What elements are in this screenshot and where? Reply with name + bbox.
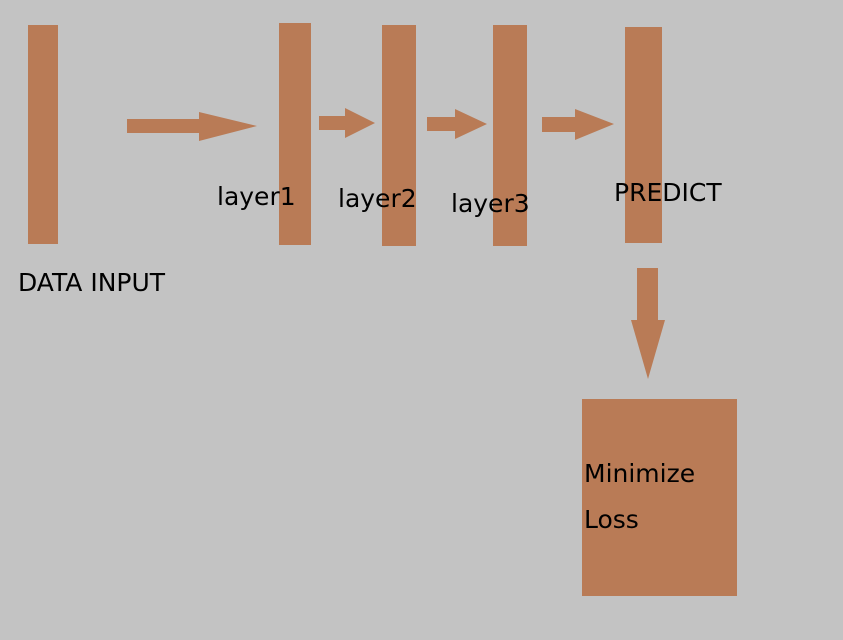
layer2-bar (382, 25, 416, 246)
layer1-bar (279, 23, 311, 245)
layer3-label: layer3 (451, 189, 530, 218)
arrow-layer2-to-layer3 (427, 109, 487, 139)
data-input-label: DATA INPUT (18, 268, 166, 297)
arrow-input-to-layer1 (127, 112, 257, 141)
layer2-label: layer2 (338, 184, 417, 213)
predict-label: PREDICT (614, 178, 722, 207)
loss-line-1: Minimize (584, 459, 696, 488)
predict-bar (625, 27, 662, 243)
loss-line-2: Loss (584, 505, 639, 534)
arrow-predict-to-loss (631, 268, 665, 379)
minimize-loss-box: Minimize Loss (582, 399, 737, 596)
arrow-layer1-to-layer2 (319, 108, 375, 138)
minimize-loss-label: Minimize Loss (584, 451, 695, 543)
data-input-bar (28, 25, 58, 244)
layer1-label: layer1 (217, 182, 296, 211)
arrow-layer3-to-predict (542, 109, 614, 140)
layer3-bar (493, 25, 527, 246)
